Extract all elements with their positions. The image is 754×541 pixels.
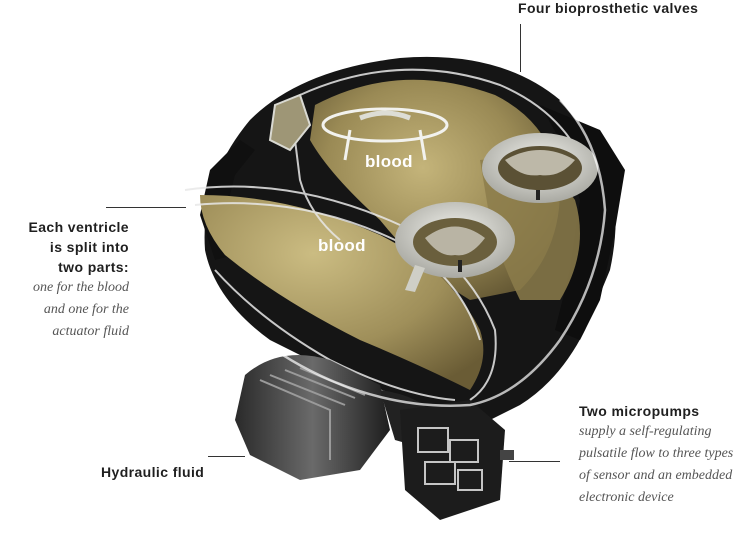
valve-center-top <box>321 107 449 161</box>
leader-line-hydraulic <box>208 456 245 457</box>
lower-blood-chamber <box>200 195 484 390</box>
callout-valves-title: Four bioprosthetic valves <box>518 0 699 16</box>
valve-lower-center <box>395 202 515 292</box>
translucent-housing <box>184 68 591 401</box>
device-rim-highlight <box>176 99 607 407</box>
callout-hydraulic-title: Hydraulic fluid <box>101 464 205 480</box>
upper-chamber-label: blood <box>365 152 413 171</box>
callout-micropumps-desc-line-1: supply a self-regulating <box>579 424 712 439</box>
callout-ventricle-desc-line-3: actuator fluid <box>52 324 129 339</box>
callout-hydraulic: Hydraulic fluid <box>101 462 204 482</box>
leader-line-micropumps <box>509 461 560 462</box>
valve-right <box>482 133 598 203</box>
leader-line-valves <box>520 24 521 72</box>
callout-ventricle: Each ventricle is split into two parts: … <box>21 217 129 343</box>
callout-ventricle-title-line-3: two parts: <box>58 259 129 275</box>
callout-micropumps-desc-line-2: pulsatile flow to three types <box>579 446 734 461</box>
callout-ventricle-title-line-2: is split into <box>49 239 129 255</box>
callout-micropumps: Two micropumps supply a self-regulating … <box>579 401 733 509</box>
callout-ventricle-desc-line-1: one for the blood <box>32 280 129 295</box>
valve-top-left <box>268 93 312 152</box>
callout-valves: Four bioprosthetic valves <box>518 0 698 18</box>
callout-micropumps-title: Two micropumps <box>579 403 700 419</box>
callout-ventricle-title-line-1: Each ventricle <box>28 219 129 235</box>
leader-line-ventricle <box>106 207 186 208</box>
callout-micropumps-desc-line-3: of sensor and an embedded <box>579 468 733 483</box>
micropump-block <box>400 400 514 520</box>
callout-micropumps-desc-line-4: electronic device <box>579 490 674 505</box>
lower-chamber-label: blood <box>318 236 366 255</box>
callout-ventricle-desc-line-2: and one for the <box>43 302 129 317</box>
